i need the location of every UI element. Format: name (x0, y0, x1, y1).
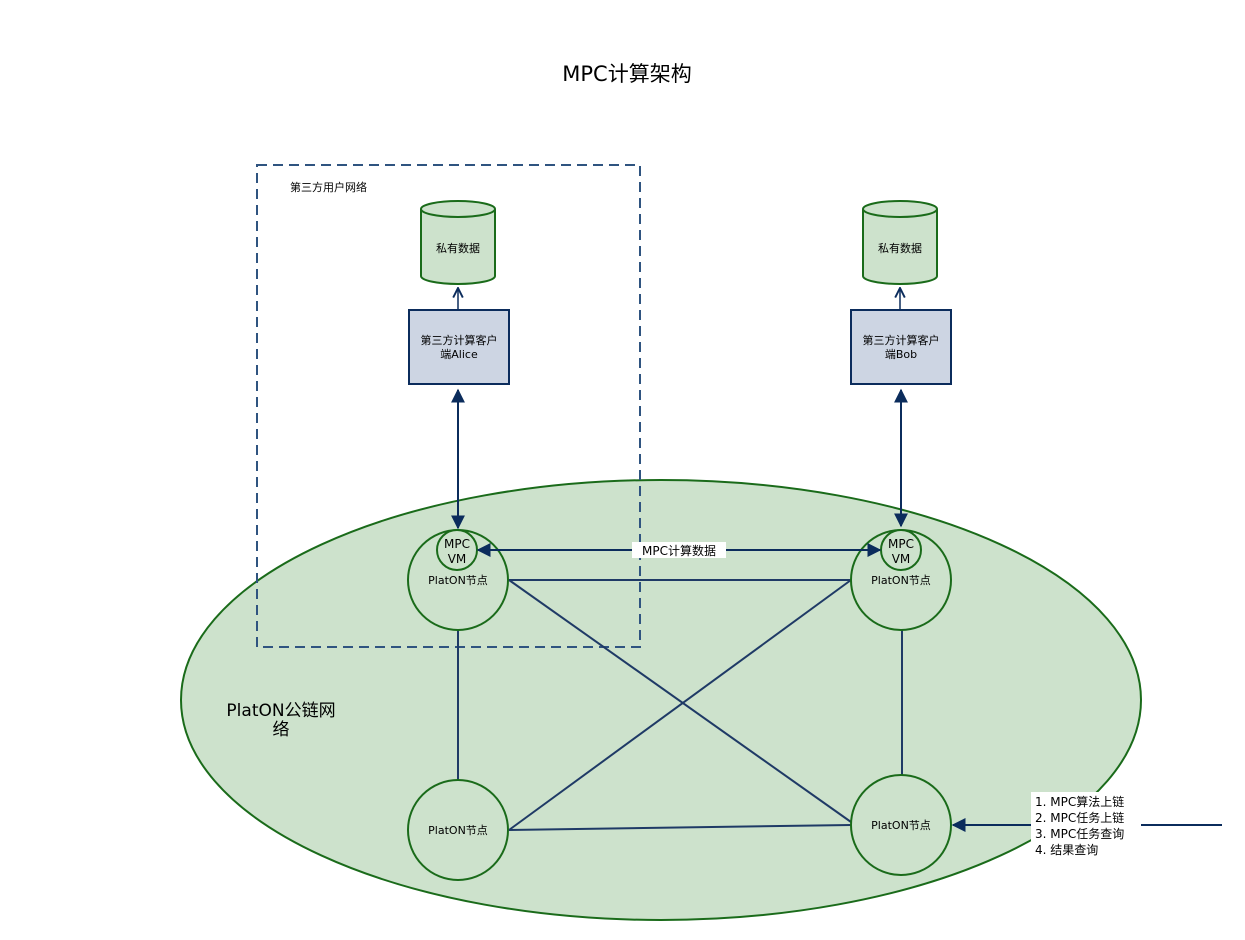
mpc-vm-right-line2: VM (892, 552, 911, 566)
node-top-right-label: PlatON节点 (871, 574, 931, 587)
mpc-vm-right-line1: MPC (888, 537, 914, 551)
edge-diagonal-1 (508, 579, 852, 823)
node-bottom-left-label: PlatON节点 (428, 824, 488, 837)
client-bob: 第三方计算客户 端Bob (850, 309, 952, 385)
platon-node-top-left: MPC VM PlatON节点 (407, 529, 509, 631)
mpc-vm-left-line2: VM (448, 552, 467, 566)
mpc-vm-left-line1: MPC (444, 537, 470, 551)
operation-4: 4. 结果查询 (1035, 843, 1098, 857)
diagram-title: MPC计算架构 (562, 62, 691, 86)
client-bob-label-line1: 第三方计算客户 (863, 333, 940, 347)
node-top-left-label: PlatON节点 (428, 574, 488, 587)
node-connections (457, 579, 903, 831)
operations-label-bg (1031, 792, 1141, 860)
database-bob-label: 私有数据 (878, 241, 922, 255)
mpc-data-label-bg (632, 542, 726, 558)
client-bob-label-line2: 端Bob (885, 348, 917, 361)
edge-bottom (508, 824, 852, 831)
platon-network-label-line2: 络 (273, 720, 290, 740)
node-bottom-right-label: PlatON节点 (871, 819, 931, 832)
database-alice: 私有数据 (420, 200, 496, 285)
client-alice-label-line1: 第三方计算客户 (421, 333, 498, 347)
third-party-network-label: 第三方用户网络 (290, 180, 367, 194)
third-party-network-region (256, 164, 641, 648)
platon-network-label-line1: PlatON公链网 (226, 701, 335, 721)
operation-3: 3. MPC任务查询 (1035, 826, 1124, 841)
client-alice-label-line2: 端Alice (440, 348, 478, 361)
operation-2: 2. MPC任务上链 (1035, 810, 1124, 825)
platon-node-bottom-right: PlatON节点 (850, 774, 952, 876)
client-alice: 第三方计算客户 端Alice (408, 309, 510, 385)
mpc-data-label: MPC计算数据 (642, 543, 716, 558)
operation-1: 1. MPC算法上链 (1035, 794, 1124, 809)
database-bob: 私有数据 (862, 200, 938, 285)
platon-node-bottom-left: PlatON节点 (407, 779, 509, 881)
edge-diagonal-2 (508, 579, 852, 831)
database-alice-label: 私有数据 (436, 241, 480, 255)
platon-node-top-right: MPC VM PlatON节点 (850, 529, 952, 631)
